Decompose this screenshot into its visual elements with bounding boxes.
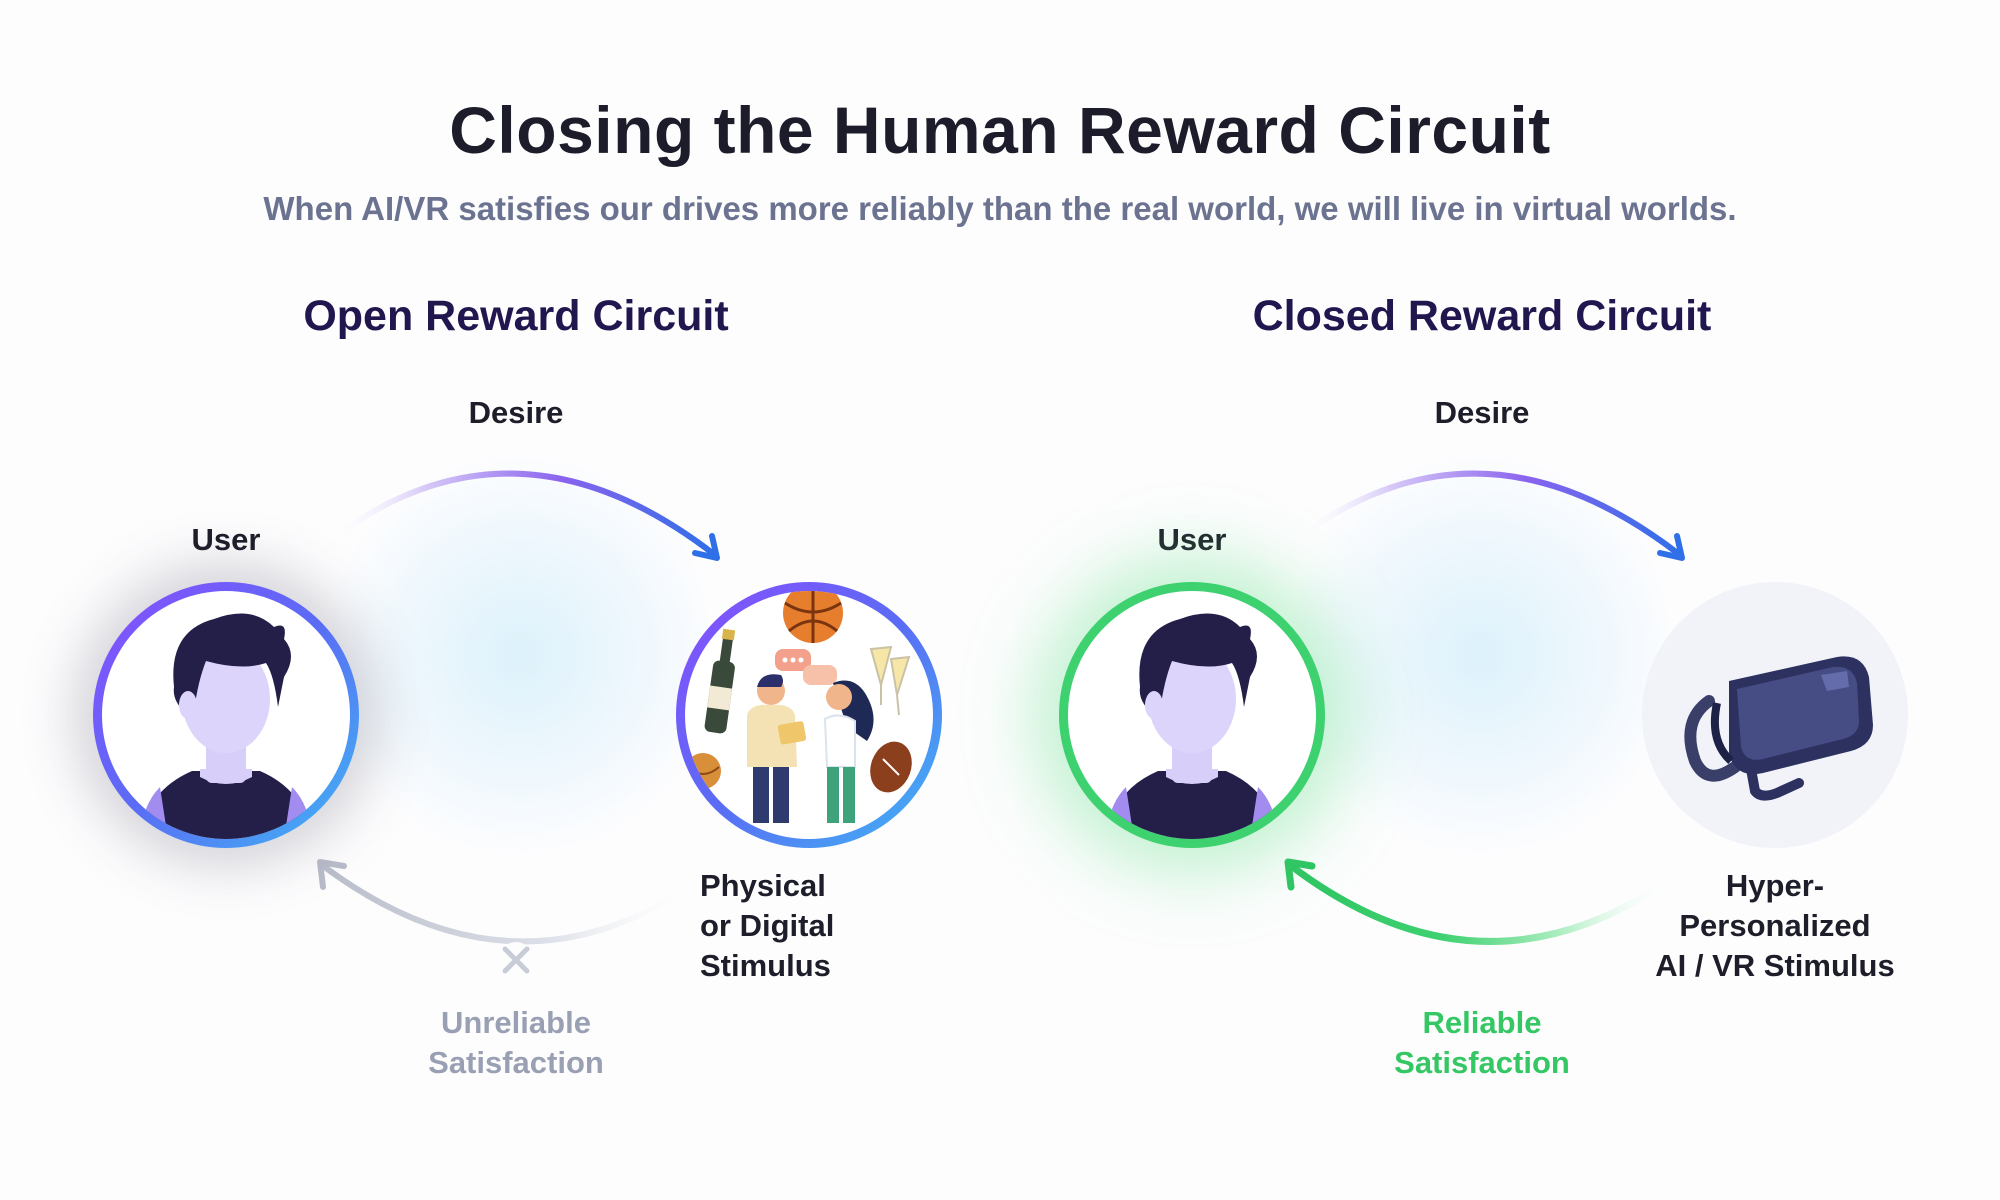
open-circuit-title: Open Reward Circuit bbox=[303, 292, 729, 340]
stimulus-collage-icon bbox=[685, 591, 912, 823]
user-avatar-icon bbox=[1106, 613, 1278, 839]
closed-stimulus-circle bbox=[1642, 582, 1908, 848]
open-desire-label: Desire bbox=[468, 395, 564, 430]
open-satisfaction-arrowhead bbox=[317, 859, 347, 890]
closed-satisfaction-arrowhead bbox=[1284, 858, 1316, 891]
closed-desire-arrowhead bbox=[1657, 533, 1685, 561]
closed-stimulus-label: Hyper- Personalized AI / VR Stimulus bbox=[1655, 868, 1895, 983]
page-subtitle: When AI/VR satisfies our drives more rel… bbox=[263, 190, 1737, 227]
user-avatar-icon bbox=[140, 613, 312, 839]
open-desire-arrow bbox=[327, 470, 718, 558]
open-stimulus-circle bbox=[676, 582, 942, 848]
open-user-avatar bbox=[93, 582, 359, 848]
closed-desire-arrow bbox=[1292, 470, 1683, 558]
page-title: Closing the Human Reward Circuit bbox=[449, 93, 1551, 167]
closed-user-label: User bbox=[1157, 522, 1227, 557]
open-satisfaction-arrow bbox=[319, 862, 703, 945]
open-stimulus-label: Physical or Digital Stimulus bbox=[700, 868, 835, 983]
closed-circuit-glow bbox=[1290, 440, 1670, 870]
open-desire-arrowhead bbox=[692, 533, 720, 561]
broken-x-icon bbox=[502, 946, 530, 974]
closed-satisfaction-label: Reliable Satisfaction bbox=[1394, 1005, 1570, 1080]
closed-circuit-title: Closed Reward Circuit bbox=[1252, 292, 1712, 340]
closed-user-avatar bbox=[1059, 582, 1325, 848]
closed-desire-label: Desire bbox=[1434, 395, 1530, 430]
open-user-label: User bbox=[191, 522, 261, 557]
vr-headset-icon bbox=[1684, 656, 1873, 801]
open-satisfaction-label: Unreliable Satisfaction bbox=[428, 1005, 604, 1080]
closed-satisfaction-arrow bbox=[1286, 861, 1674, 945]
